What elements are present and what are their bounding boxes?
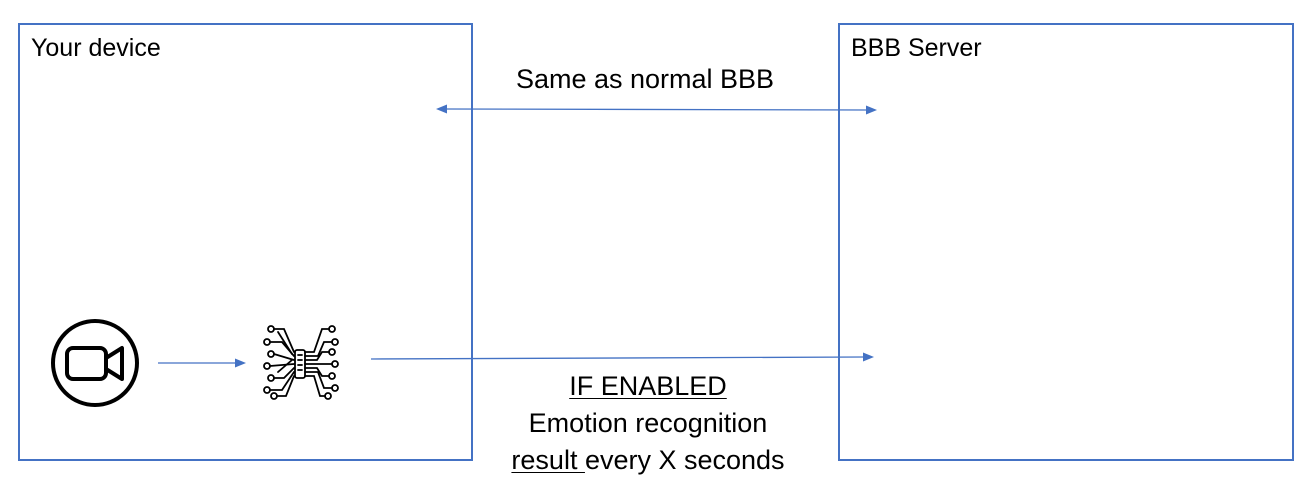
emotion-recognition-label: Emotion recognition — [528, 408, 768, 438]
result-interval-label: result every X seconds — [478, 442, 818, 479]
server-box: BBB Server — [838, 23, 1294, 461]
video-camera-icon — [51, 319, 139, 407]
server-title: BBB Server — [851, 34, 982, 62]
neural-chip-icon — [263, 325, 339, 400]
if-enabled-label: IF ENABLED — [569, 371, 727, 401]
normal-connection-label: Same as normal BBB — [515, 64, 775, 94]
result-word: result — [511, 445, 585, 475]
bidirectional-arrow-line — [445, 108, 868, 111]
enabled-connection-label: IF ENABLED Emotion recognition result ev… — [478, 368, 818, 479]
device-box: Your device — [18, 23, 473, 461]
device-title: Your device — [31, 34, 161, 62]
interval-text: every X seconds — [584, 445, 785, 475]
